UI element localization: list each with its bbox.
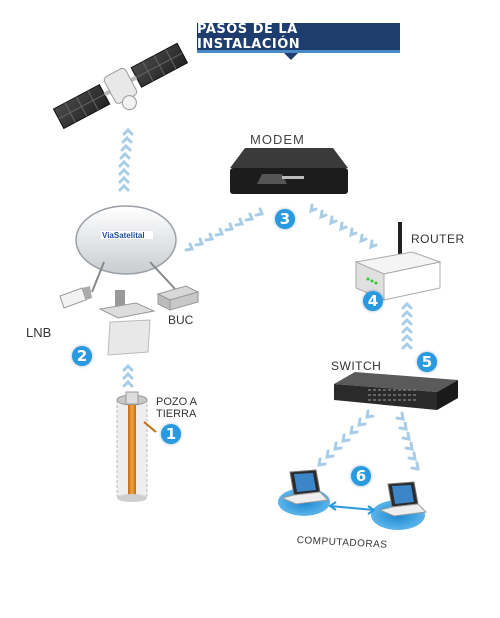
signal-dish-modem [184,207,265,252]
step-badge-5: 5 [417,352,437,372]
ground-rod-label-line1: POZO A [156,396,197,408]
ground-rod-label: POZO A TIERRA [156,396,197,420]
signal-modem-router [309,203,378,250]
modem-image [230,148,348,194]
satellite-image [52,42,189,130]
step-badge-1: 1 [161,424,181,444]
laptop-right-image [371,481,428,530]
signal-ground-dish [122,363,134,388]
signal-router-switch [401,301,413,350]
signal-satellite-dish [118,127,134,192]
dish-brand-text: ViaSatelital [102,231,145,240]
buc-image [156,285,200,311]
signal-switch-computer-left [317,409,375,467]
router-image [354,222,442,301]
signal-links [118,127,420,471]
step-badge-2: 2 [72,346,92,366]
switch-label: SWITCH [331,359,382,373]
switch-image [334,372,458,410]
title-banner: PASOS DE LA INSTALACIÓN [197,21,400,53]
lnb-image [59,286,92,309]
laptop-link-arrow [328,501,376,515]
ground-rod-label-line2: TIERRA [156,408,197,420]
banner-pointer [284,53,298,60]
lnb-label: LNB [26,325,52,340]
laptop-left-image [278,469,330,516]
router-label: ROUTER [411,232,465,246]
signal-switch-computer-right [395,411,420,471]
buc-label: BUC [168,313,194,327]
step-badge-6: 6 [351,466,371,486]
modem-label: MODEM [250,132,305,147]
title-text: PASOS DE LA INSTALACIÓN [197,21,301,52]
step-badge-3: 3 [275,209,295,229]
dish-image [75,205,177,356]
ground-rod-image [116,391,157,502]
step-badge-4: 4 [363,291,383,311]
